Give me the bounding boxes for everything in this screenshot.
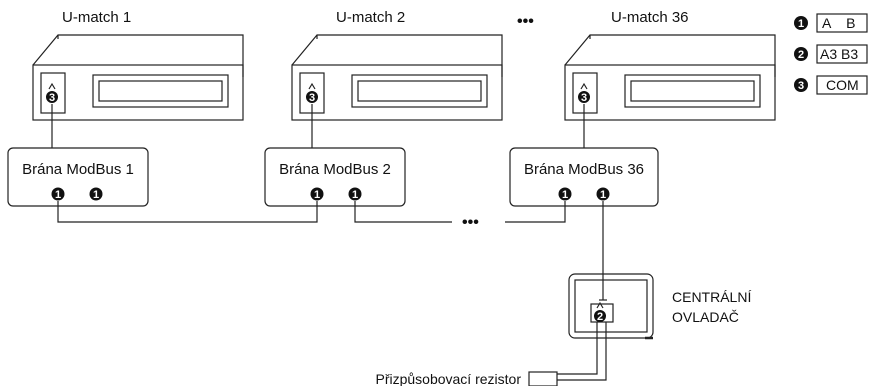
svg-text:2: 2: [798, 49, 804, 61]
controller-label-line1: CENTRÁLNÍ: [672, 289, 751, 305]
unit-title-1: U-match 1: [62, 9, 131, 26]
gateway-2-ports: 1 1: [310, 187, 362, 201]
legend-item-3: 3 COM: [794, 75, 868, 95]
svg-text:1: 1: [314, 189, 320, 201]
gateway-label-36: Brána ModBus 36: [524, 161, 644, 178]
svg-text:3: 3: [581, 92, 587, 104]
legend-item-2: 2 A3 B3: [794, 44, 868, 64]
gateway-36: Brána ModBus 36: [509, 147, 659, 207]
svg-text:3: 3: [798, 80, 804, 92]
ellipsis-bus: •••: [462, 214, 479, 231]
legend-terminal-1: A B: [822, 15, 855, 31]
svg-text:3: 3: [49, 92, 55, 104]
svg-text:1: 1: [798, 18, 804, 30]
gateway-1: Brána ModBus 1: [7, 147, 149, 207]
svg-text:1: 1: [562, 189, 568, 201]
ellipsis-top: •••: [517, 13, 534, 30]
svg-text:2: 2: [597, 311, 603, 323]
com-port-unit-2: 3: [306, 82, 318, 104]
gateway-36-ports: 1 1: [558, 187, 610, 201]
gateway-1-ports: 1 1: [51, 187, 103, 201]
svg-text:3: 3: [309, 92, 315, 104]
legend: 1 A B 2 A3 B3 3 COM: [794, 13, 868, 95]
controller-label-line2: OVLADAČ: [672, 309, 739, 325]
svg-text:1: 1: [352, 189, 358, 201]
gateway-2: Brána ModBus 2: [264, 147, 406, 207]
indoor-unit-36: [564, 34, 776, 121]
resistor-label: Přizpůsobovací rezistor: [375, 371, 521, 386]
matching-resistor: [528, 371, 558, 386]
legend-item-1: 1 A B: [794, 13, 868, 33]
unit-title-36: U-match 36: [611, 9, 689, 26]
com-port-unit-36: 3: [578, 82, 590, 104]
indoor-unit-2: [291, 34, 503, 121]
legend-terminal-2: A3 B3: [820, 46, 858, 62]
svg-text:1: 1: [55, 189, 61, 201]
unit-title-2: U-match 2: [336, 9, 405, 26]
indoor-unit-1: [32, 34, 244, 121]
gateway-label-2: Brána ModBus 2: [279, 161, 391, 178]
legend-terminal-3: COM: [826, 77, 859, 93]
svg-text:1: 1: [93, 189, 99, 201]
gateway-label-1: Brána ModBus 1: [22, 161, 134, 178]
com-port-unit-1: 3: [46, 82, 58, 104]
svg-text:1: 1: [600, 189, 606, 201]
central-controller: 2: [568, 273, 654, 340]
